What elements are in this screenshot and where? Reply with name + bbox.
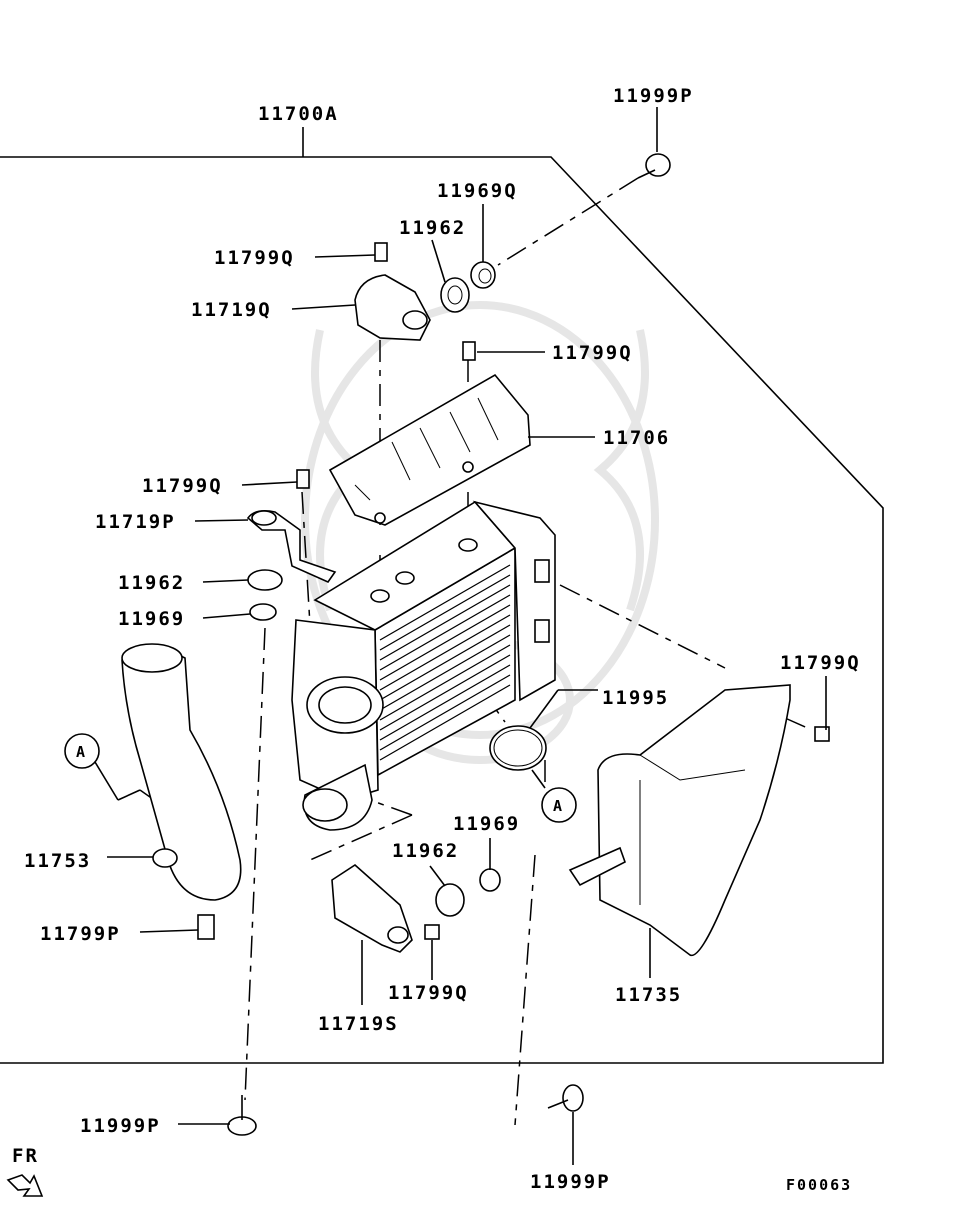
label-11999P-bl: 11999P: [80, 1115, 161, 1137]
assembly-boundary: [0, 156, 884, 1064]
label-11706: 11706: [603, 427, 670, 449]
bolt-11999P-top: [645, 153, 671, 177]
front-arrow-icon: [6, 1174, 44, 1197]
grommet-11962-top: [440, 277, 470, 313]
bolt-11999P-br: [562, 1084, 584, 1112]
small-hardware: [197, 153, 830, 1136]
part-labels: 11700A 11999P 11969Q 11962 11799Q 11719Q…: [24, 85, 861, 1193]
bolt-11799Q-left: [296, 469, 310, 489]
label-11799Q-bottom: 11799Q: [388, 982, 469, 1004]
label-11999P-br: 11999P: [530, 1171, 611, 1193]
label-11799Q-left: 11799Q: [142, 475, 223, 497]
figure-code: F00063: [786, 1176, 852, 1194]
bolt-11799Q-topleft: [374, 242, 388, 262]
bolt-11799Q-right: [814, 726, 830, 742]
o-ring-11995: [489, 725, 547, 771]
label-11995: 11995: [602, 687, 669, 709]
bolt-11799Q-bottom: [424, 924, 440, 940]
label-11799Q-mid: 11799Q: [552, 342, 633, 364]
intercooler-core: [291, 500, 556, 831]
svg-text:A: A: [553, 797, 564, 815]
top-cover-plate: [328, 373, 531, 526]
leader-lines: [107, 107, 827, 1165]
bolt-11799P: [197, 914, 215, 940]
label-11799P: 11799P: [40, 923, 121, 945]
grommet-11962-mid: [435, 883, 465, 917]
collar-11969-mid: [479, 868, 501, 892]
label-11719S: 11719S: [318, 1013, 399, 1035]
grommet-11962-left: [247, 569, 283, 591]
label-11962-mid: 11962: [392, 840, 459, 862]
label-11969-mid: 11969: [453, 813, 520, 835]
reference-mark-right: A: [531, 769, 577, 823]
bracket-11719P: [246, 510, 337, 583]
front-direction-indicator: FR: [6, 1145, 44, 1197]
bracket-11719Q: [354, 274, 431, 341]
front-label: FR: [12, 1145, 39, 1167]
collar-11969-left: [249, 603, 277, 621]
svg-text:A: A: [76, 743, 87, 761]
cooling-fins: [379, 564, 511, 761]
bracket-11719S: [331, 863, 413, 953]
label-11700A: 11700A: [258, 103, 339, 125]
label-11719P: 11719P: [95, 511, 176, 533]
label-11962-top: 11962: [399, 217, 466, 239]
label-11999P-top: 11999P: [613, 85, 694, 107]
air-duct-11735: [568, 684, 791, 957]
label-11799Q-topleft: 11799Q: [214, 247, 295, 269]
reference-mark-left: A: [64, 733, 141, 801]
bolt-11799Q-mid: [462, 341, 476, 361]
label-11799Q-right: 11799Q: [780, 652, 861, 674]
label-11719Q: 11719Q: [191, 299, 272, 321]
label-11969-left: 11969: [118, 608, 185, 630]
label-11735: 11735: [615, 984, 682, 1006]
label-11962-left: 11962: [118, 572, 185, 594]
label-11753: 11753: [24, 850, 91, 872]
inlet-pipe-11753: [121, 643, 242, 901]
label-11969Q: 11969Q: [437, 180, 518, 202]
